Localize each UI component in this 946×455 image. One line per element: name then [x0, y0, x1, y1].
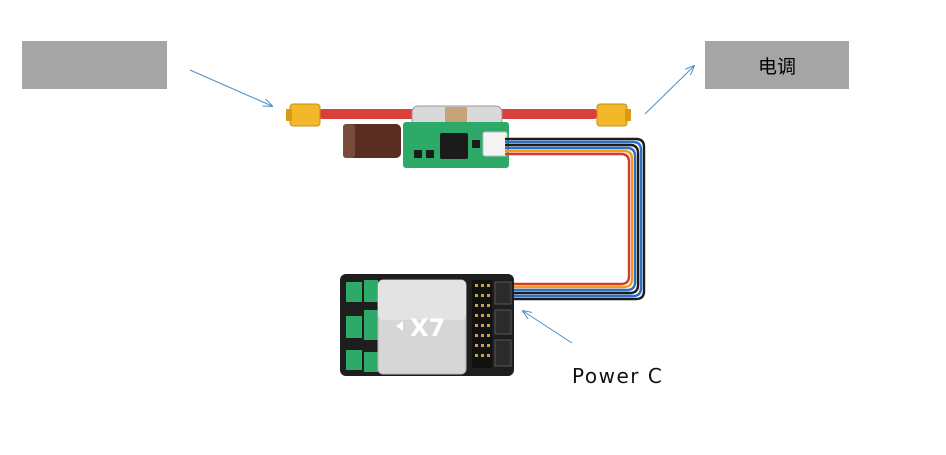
arrow-to-esc-label	[644, 66, 694, 115]
esc-label-text: 电调	[757, 55, 796, 78]
fc-model-text: X7	[410, 314, 445, 342]
fc-connector	[346, 350, 362, 370]
xt60-left-connector	[289, 103, 321, 127]
power-cable	[505, 137, 646, 301]
power-c-port	[494, 281, 512, 305]
fc-side-port	[494, 339, 512, 367]
power-module-port	[482, 131, 508, 157]
esc-label-box: 电调	[705, 41, 849, 89]
left-label-box	[22, 41, 167, 89]
arrow-to-left-connector	[189, 69, 272, 106]
xt60-right-connector	[596, 103, 628, 127]
flight-controller: X7	[340, 274, 514, 376]
pin-headers	[475, 284, 490, 357]
capacitor	[343, 124, 401, 158]
arrow-to-power-port	[523, 311, 573, 344]
fc-connector	[346, 282, 362, 302]
fc-side-port	[494, 309, 512, 335]
power-c-label: Power C	[572, 364, 664, 388]
power-module	[286, 103, 631, 168]
fc-connector	[346, 316, 362, 338]
